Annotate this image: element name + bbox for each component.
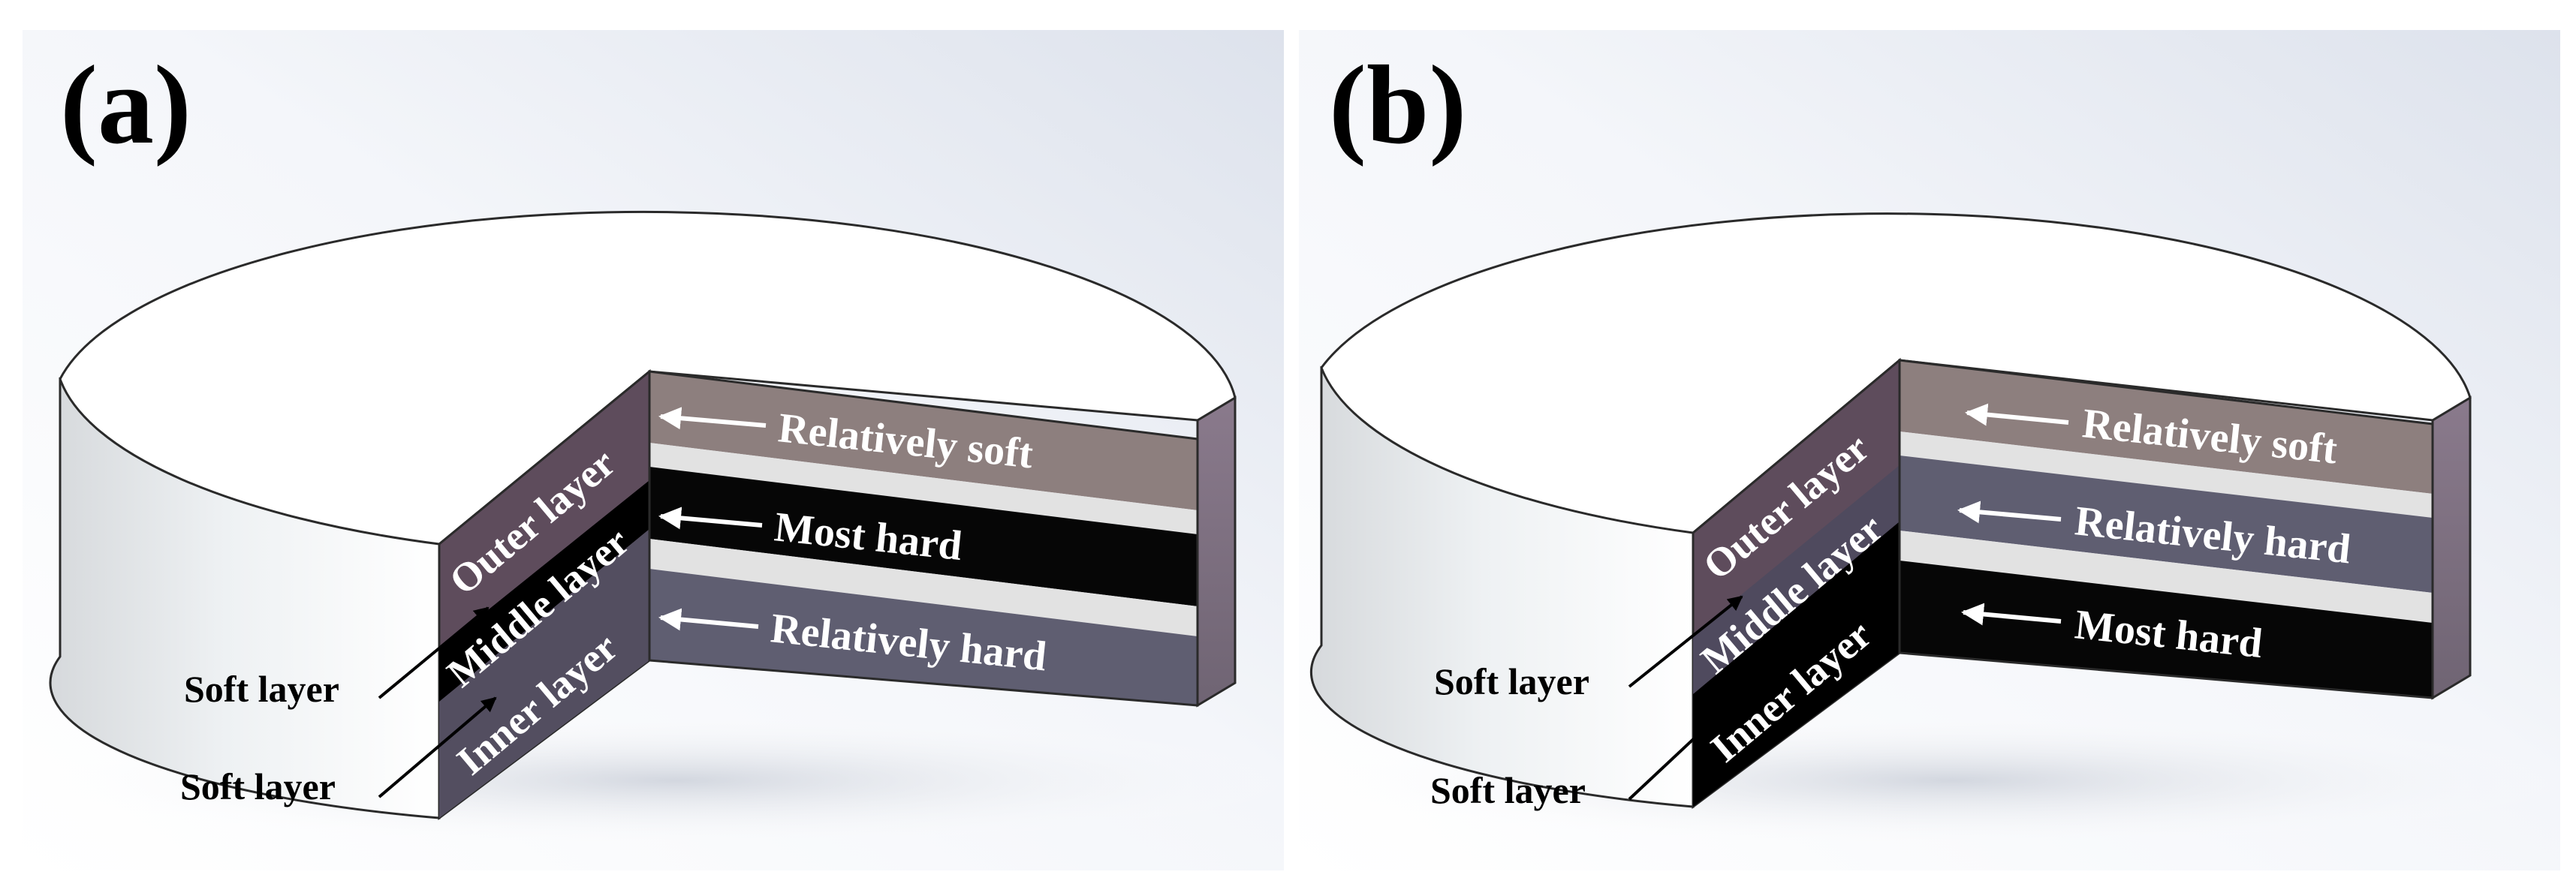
panel-a-layer-middle — [649, 467, 1198, 606]
panel-a-soft-arrow-1 — [378, 606, 490, 699]
panel-b: (b) Outer layer Middle layer Inner layer… — [1299, 30, 2576, 870]
panel-a-top-face — [59, 210, 1237, 546]
panel-a-left-middle-strip — [439, 480, 649, 702]
panel-a-soft-layer-2 — [649, 539, 1198, 636]
panel-a-soft-layer-1 — [649, 443, 1198, 534]
panel-a: (a) Outer layer Middle layer Inner layer… — [23, 30, 1321, 870]
panel-b-arrow-top — [1965, 403, 2069, 426]
panel-a-left-inner-strip — [439, 529, 649, 818]
panel-b-arrow-bottom — [1961, 603, 2062, 626]
panel-a-soft-arrow-2 — [378, 696, 497, 798]
panel-b-arrow-middle — [1957, 501, 2062, 524]
panel-b-soft-layer-1 — [1900, 431, 2433, 518]
panel-b-layer-middle — [1900, 456, 2433, 593]
panel-b-top-face — [1320, 212, 2472, 534]
panel-b-soft-label-1: Soft layer — [1434, 660, 1589, 702]
panel-a-right-end — [1196, 395, 1237, 708]
panel-a-arrow-middle — [658, 507, 763, 530]
panel-a-label: (a) — [60, 43, 191, 167]
panel-b-front-outline — [1898, 359, 2434, 699]
panel-a-arrow-bottom — [658, 608, 759, 631]
panel-b-left-inner-strip — [1693, 522, 1900, 807]
panel-b-soft-arrow-2 — [1628, 685, 1751, 801]
panel-b-layer-top — [1900, 360, 2433, 494]
panel-a-front-outline — [648, 370, 1199, 707]
panel-a-layer-top — [649, 371, 1198, 510]
panel-b-left-middle-strip — [1693, 465, 1900, 694]
panel-b-label: (b) — [1329, 43, 1466, 167]
panel-a-soft-label-1: Soft layer — [184, 668, 339, 710]
panel-a-arrow-top — [658, 407, 767, 430]
panel-a-soft-label-2: Soft layer — [180, 765, 336, 807]
panel-b-right-end — [2431, 395, 2472, 700]
panel-b-cylinder-wall — [1310, 365, 1695, 808]
panel-b-soft-layer-2 — [1900, 531, 2433, 623]
panel-a-cylinder-wall — [49, 377, 441, 819]
panel-b-soft-label-2: Soft layer — [1430, 769, 1586, 811]
panel-b-soft-arrow-1 — [1628, 595, 1743, 688]
